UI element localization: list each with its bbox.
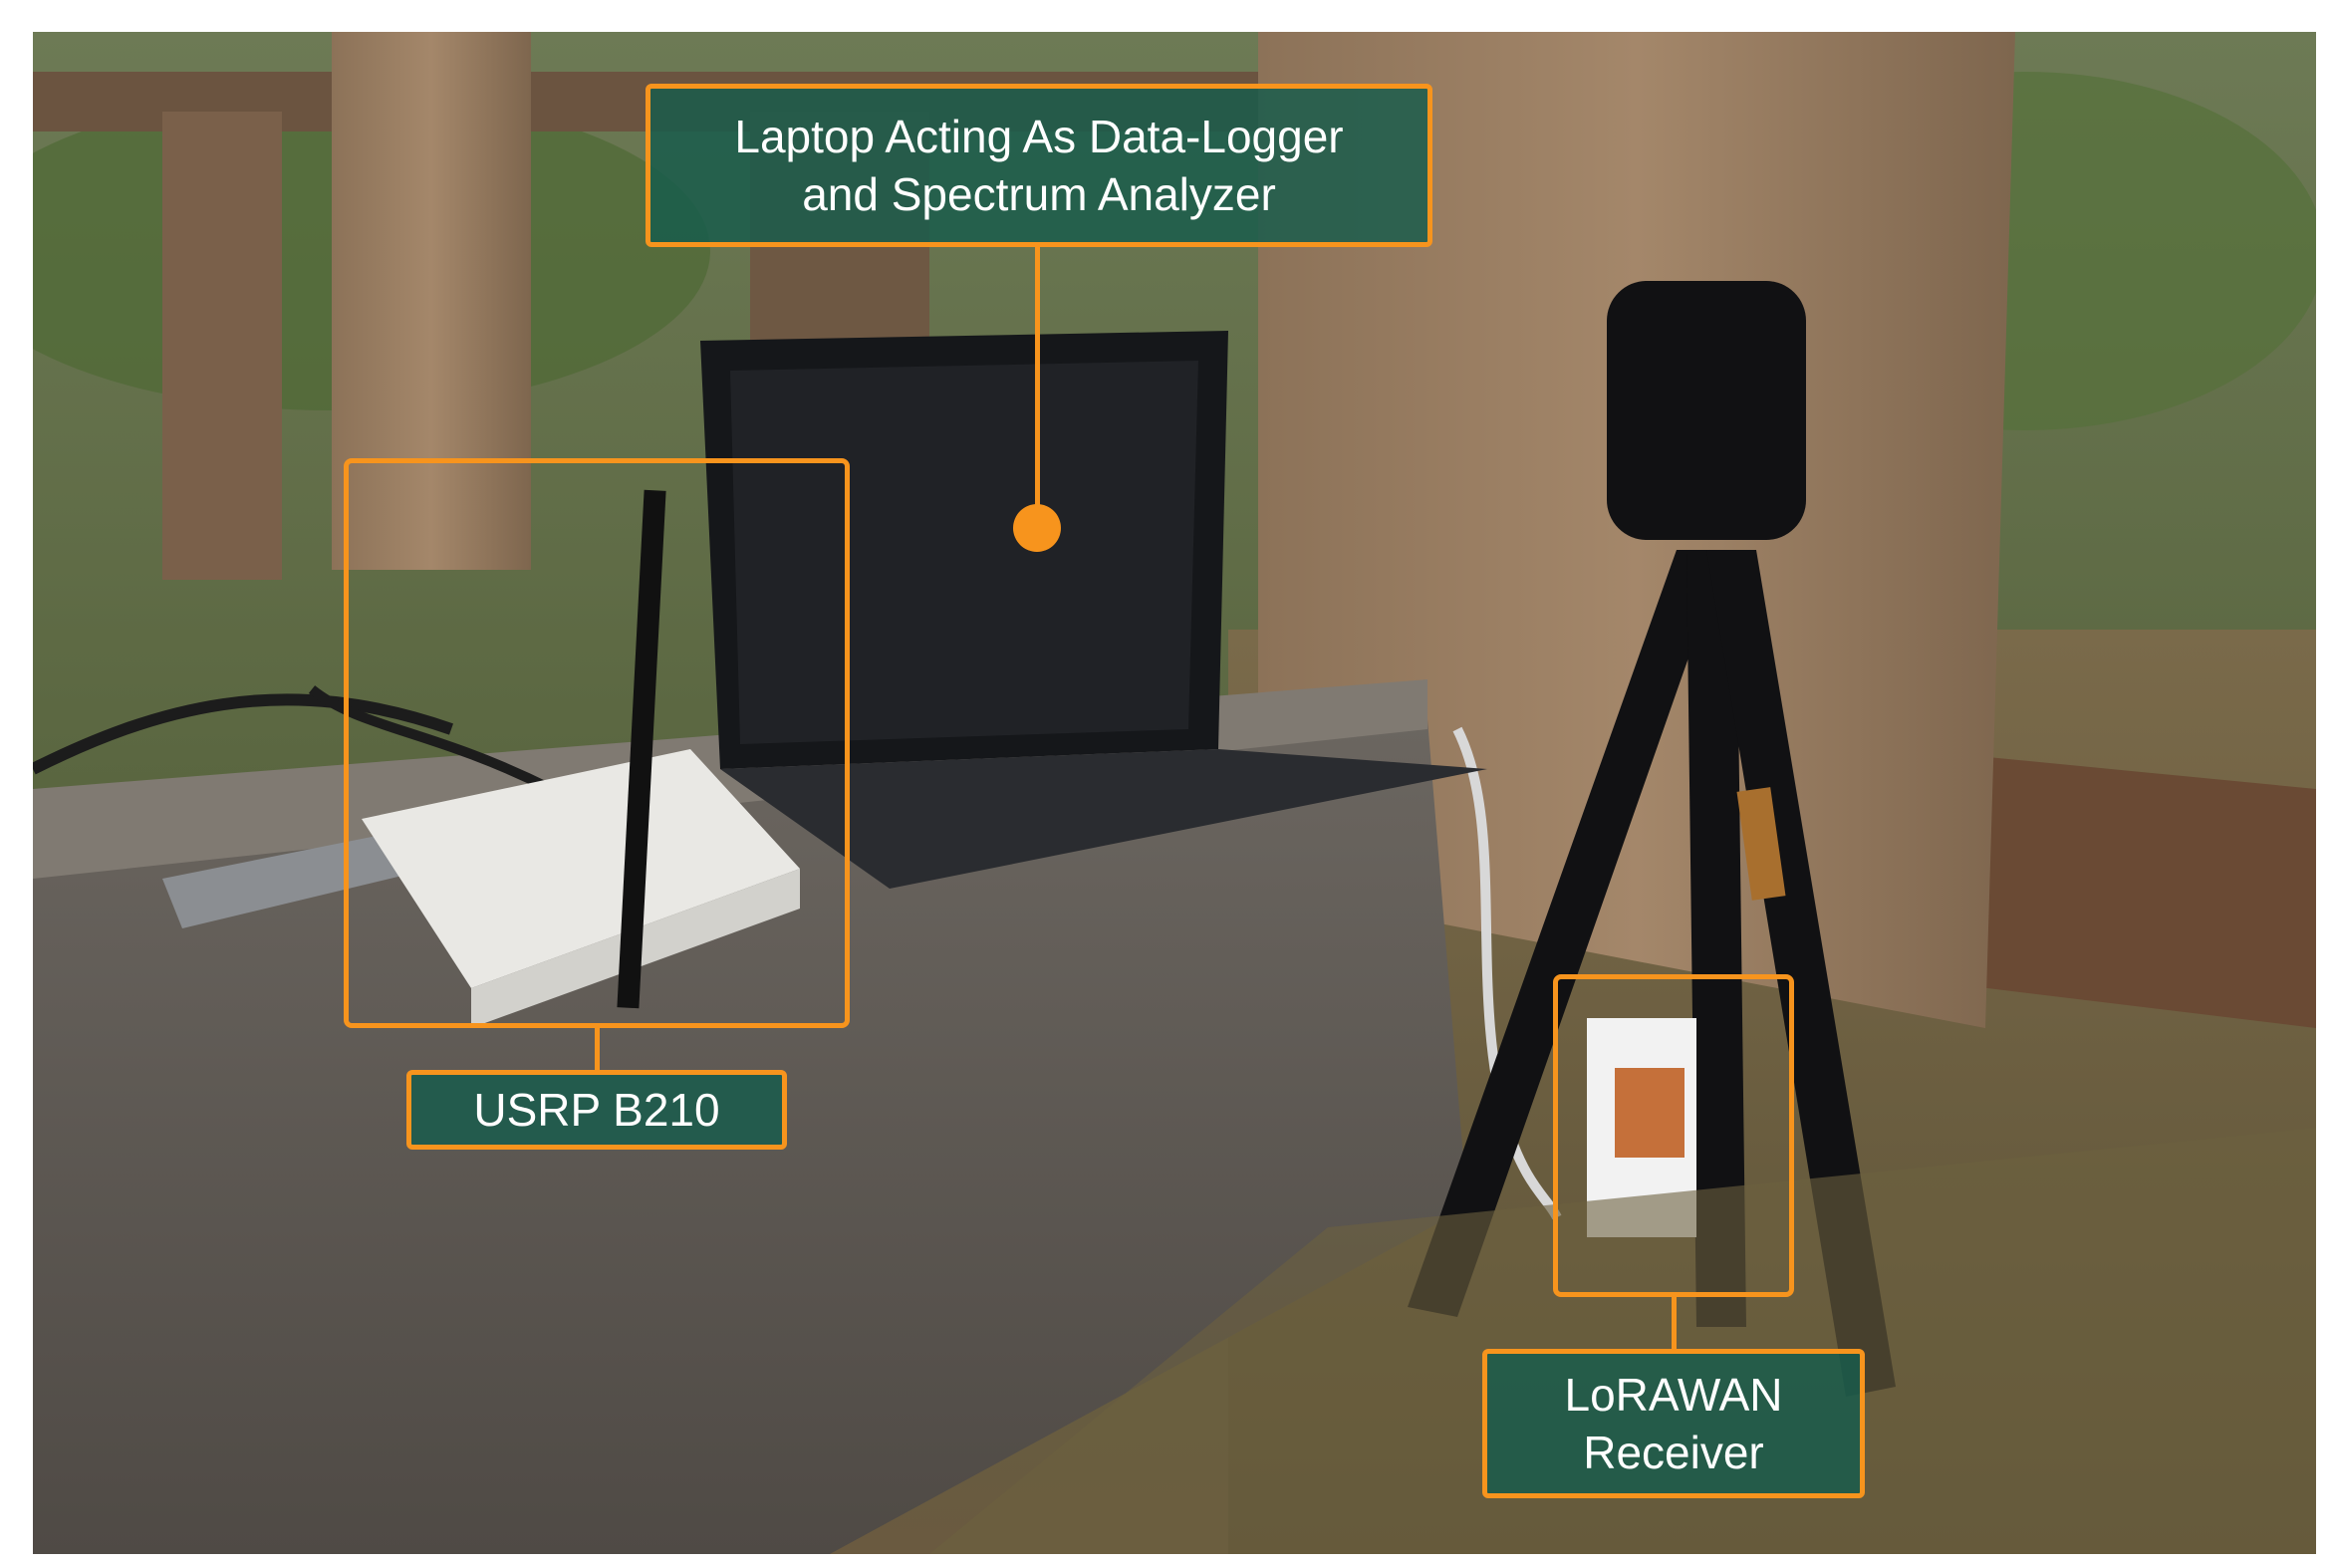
- usrp-label: USRP B210: [406, 1070, 787, 1150]
- lorawan-label: LoRAWAN Receiver: [1482, 1349, 1865, 1498]
- lorawan-leader-line: [1672, 1297, 1677, 1353]
- laptop-label: Laptop Acting As Data-Logger and Spectru…: [646, 84, 1432, 247]
- lorawan-label-line-2: Receiver: [1583, 1427, 1764, 1478]
- laptop-marker-dot: [1013, 504, 1061, 552]
- laptop-label-line-1: Laptop Acting As Data-Logger: [734, 111, 1344, 162]
- usrp-leader-line: [595, 1028, 600, 1074]
- laptop-label-line-2: and Spectrum Analyzer: [802, 168, 1276, 220]
- lorawan-highlight-frame: [1553, 974, 1794, 1297]
- laptop-leader-line: [1035, 247, 1040, 528]
- lorawan-label-line-1: LoRAWAN: [1564, 1369, 1783, 1421]
- usrp-highlight-frame: [344, 458, 850, 1028]
- usrp-label-text: USRP B210: [473, 1084, 720, 1136]
